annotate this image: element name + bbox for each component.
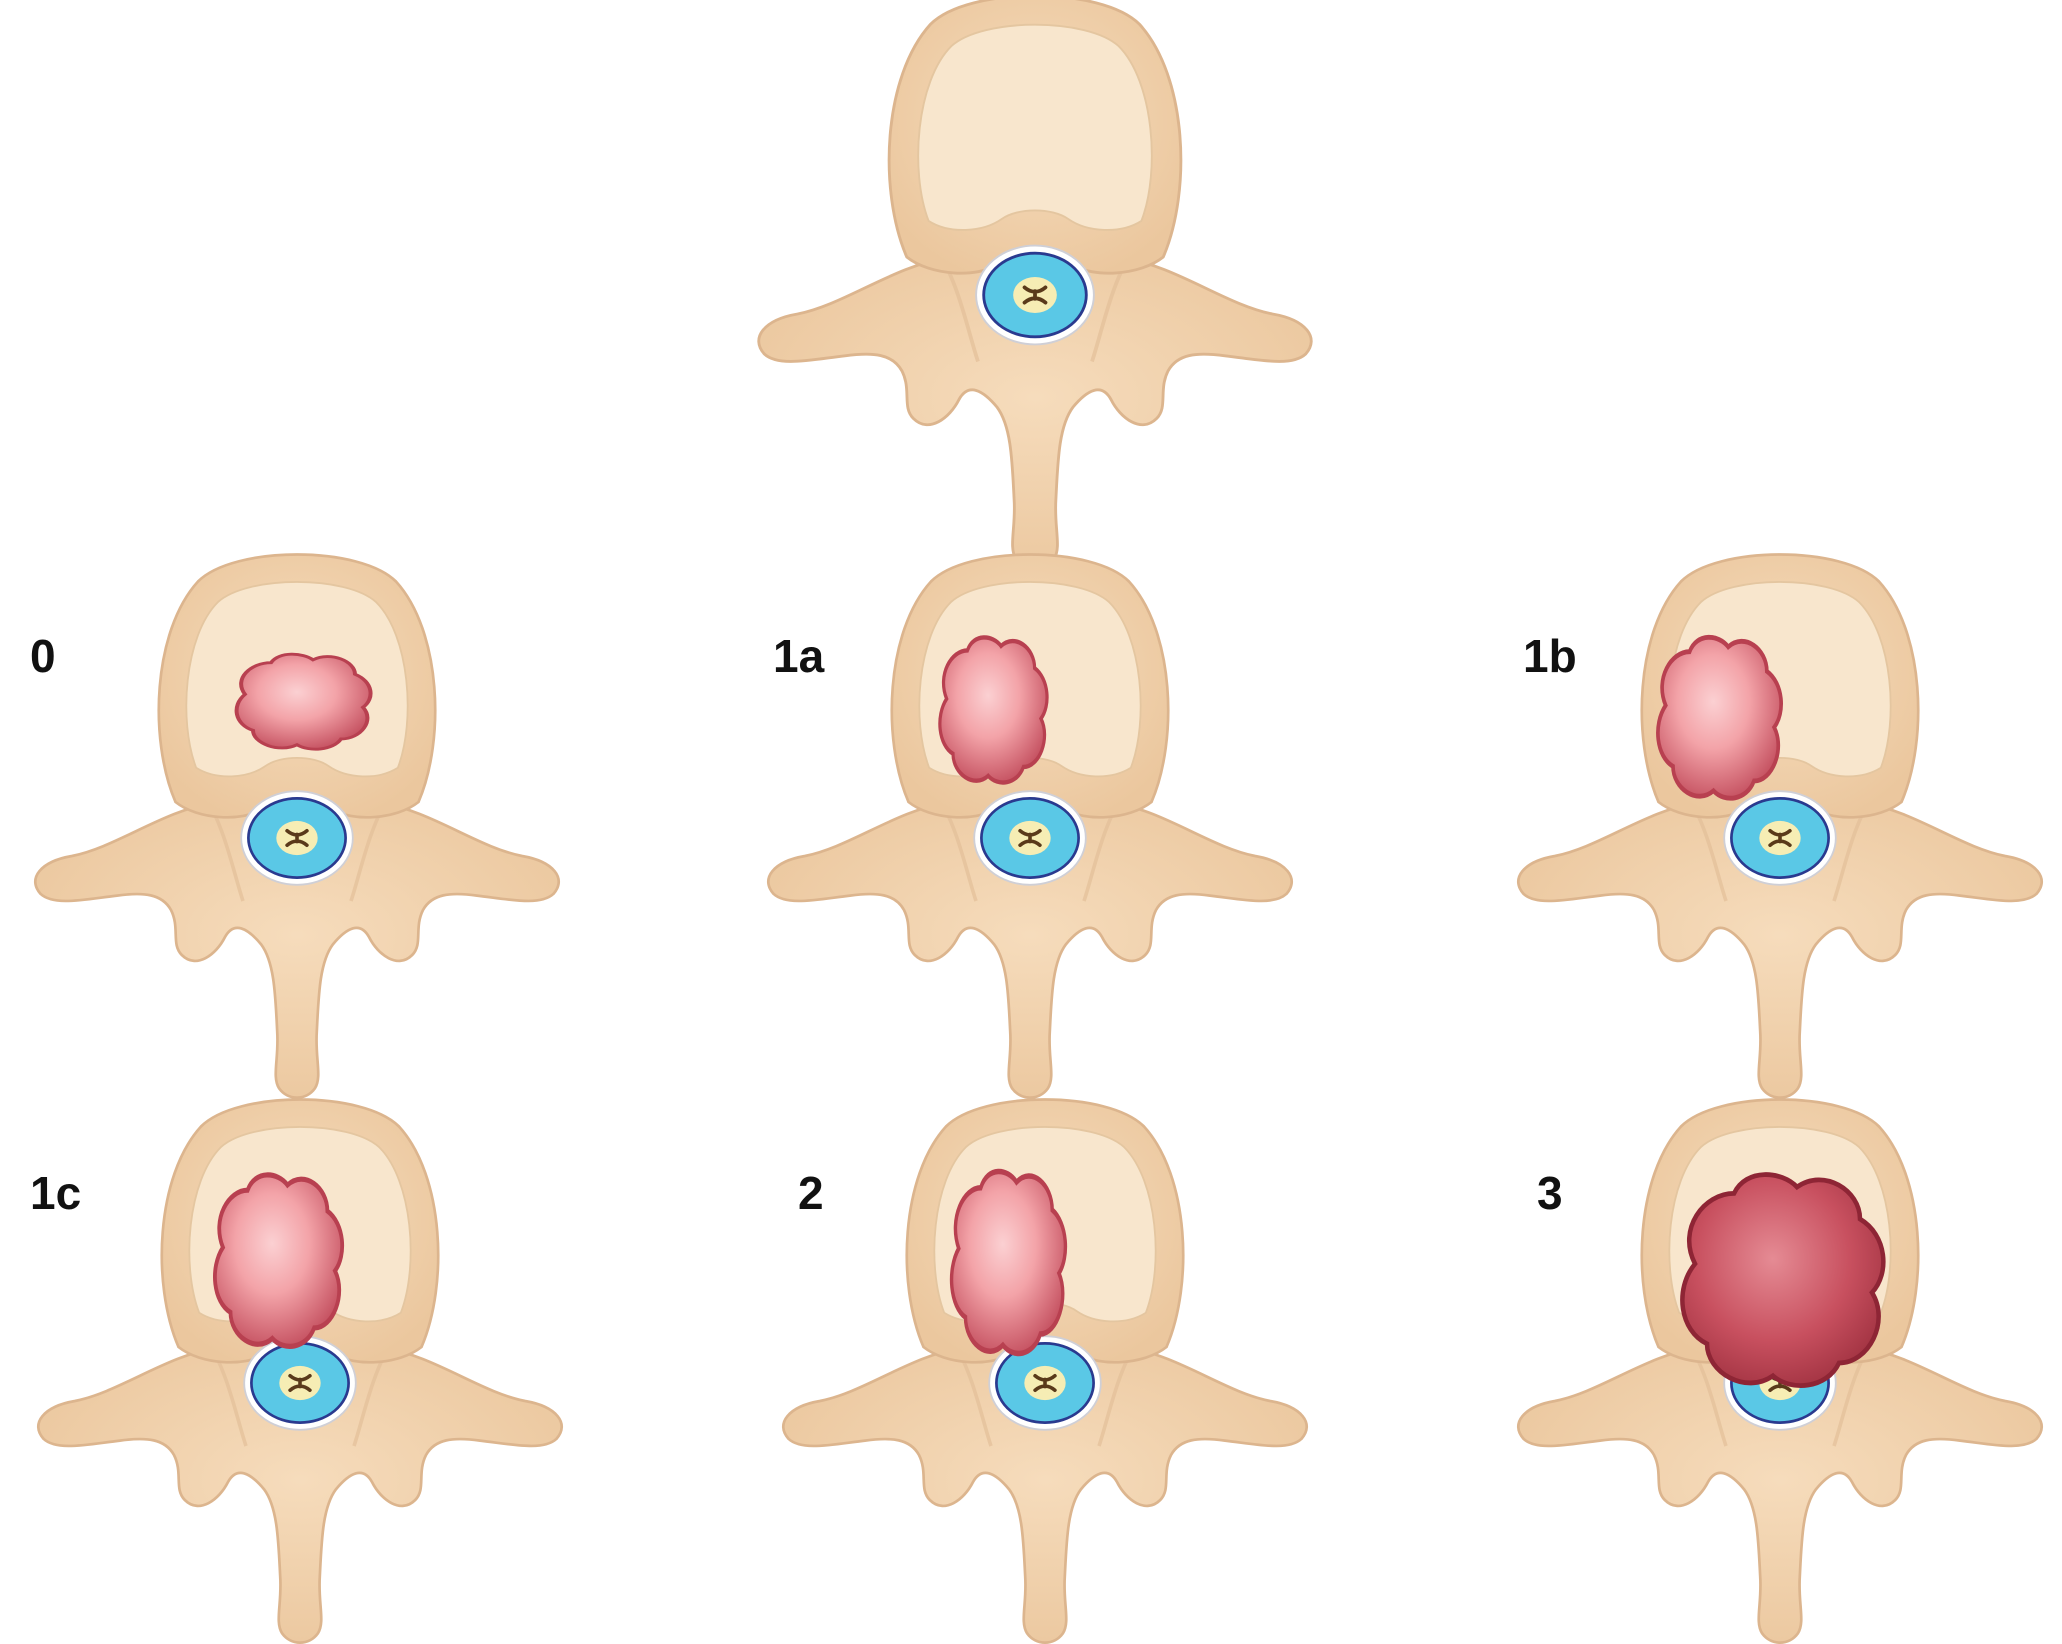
panel-1c <box>36 1097 564 1644</box>
grade-label-0: 0 <box>30 630 56 682</box>
tumor-icon <box>952 1171 1066 1353</box>
panel-3 <box>1516 1097 2044 1644</box>
panel-1a <box>766 552 1294 1100</box>
panel-1b <box>1516 552 2044 1100</box>
panel-2 <box>781 1097 1309 1644</box>
vertebra-icon <box>781 1097 1309 1644</box>
grade-label-1b: 1b <box>1523 630 1577 682</box>
vertebra-icon <box>766 552 1294 1100</box>
grade-label-1c: 1c <box>30 1167 82 1219</box>
panel-0 <box>33 552 561 1100</box>
grade-label-2: 2 <box>798 1167 824 1219</box>
vertebra-icon <box>1516 552 2044 1100</box>
tumor-icon <box>215 1175 342 1346</box>
tumor-icon <box>1658 637 1781 798</box>
grade-label-3: 3 <box>1537 1167 1563 1219</box>
vertebra-icon <box>756 0 1314 571</box>
grade-label-1a: 1a <box>773 630 825 682</box>
tumor-icon <box>940 637 1047 782</box>
tumor-icon <box>234 652 373 752</box>
panel-normal <box>756 0 1314 571</box>
vertebra-icon <box>33 552 561 1100</box>
tumor-icon <box>1682 1175 1883 1386</box>
